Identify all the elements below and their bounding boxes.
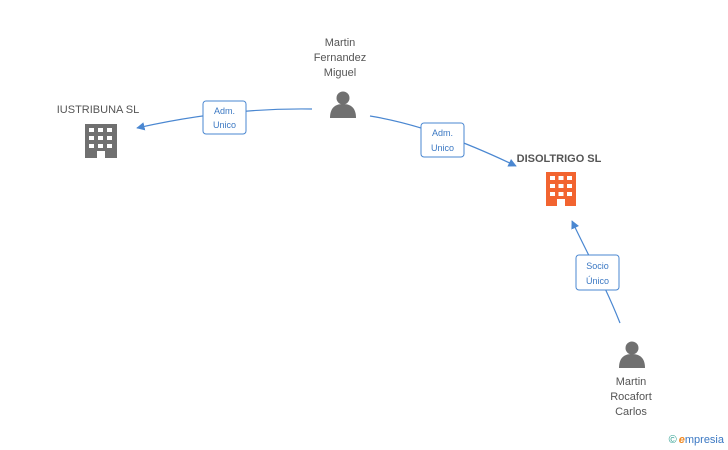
person-name-line-1: Martin bbox=[325, 37, 356, 49]
person-node-martin-rocafort[interactable]: Martin Rocafort Carlos bbox=[610, 341, 652, 419]
person-name-line-1: Martin bbox=[616, 376, 647, 388]
empresia-watermark: ©empresia bbox=[669, 434, 724, 446]
person-icon bbox=[619, 341, 645, 368]
person-icon bbox=[330, 91, 356, 118]
person-name-line-2: Fernandez bbox=[314, 52, 367, 64]
person-name-line-3: Carlos bbox=[615, 406, 647, 418]
person-name-line-2: Rocafort bbox=[610, 391, 652, 403]
company-name: IUSTRIBUNA SL bbox=[57, 104, 140, 116]
person-name-line-3: Miguel bbox=[324, 67, 356, 79]
company-name-main: DISOLTRIGO SL bbox=[517, 153, 602, 165]
relation-label-line-1: Adm. bbox=[214, 106, 235, 116]
person-node-martin-fernandez[interactable]: Martin Fernandez Miguel bbox=[314, 37, 367, 118]
building-icon bbox=[85, 124, 117, 158]
copyright-symbol: © bbox=[668, 434, 677, 446]
relation-label-line-2: Unico bbox=[431, 143, 454, 153]
company-node-iustribuna[interactable]: IUSTRIBUNA SL bbox=[57, 104, 140, 158]
company-node-disoltrigo[interactable]: DISOLTRIGO SL bbox=[517, 153, 602, 206]
relation-label-line-2: Único bbox=[586, 276, 609, 286]
relation-label-line-1: Socio bbox=[586, 261, 609, 271]
relation-label-line-2: Unico bbox=[213, 120, 236, 130]
empresia-logo-text: mpresia bbox=[684, 434, 724, 446]
relation-label-adm-unico-disoltrigo[interactable]: Adm. Unico bbox=[420, 122, 465, 158]
building-icon bbox=[546, 172, 576, 206]
empresia-logo-e: e bbox=[678, 434, 685, 446]
relation-label-adm-unico-iustribuna[interactable]: Adm. Unico bbox=[202, 100, 247, 135]
relation-label-socio-unico[interactable]: Socio Único bbox=[575, 254, 620, 291]
relation-label-line-1: Adm. bbox=[432, 128, 453, 138]
